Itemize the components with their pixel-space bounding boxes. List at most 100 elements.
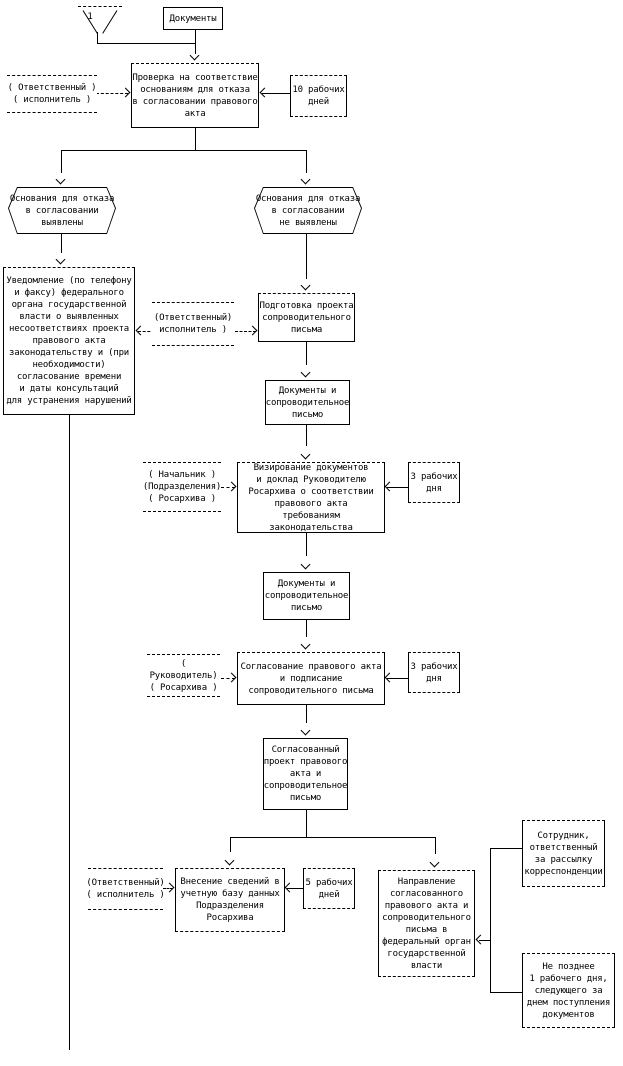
node-letter-preparation-text: Подготовка проекта сопроводительного пис… [259,300,354,335]
node-docs-and-letter-1-text: Документы и сопроводительное письмо [265,385,350,420]
arrow-left-icon [259,87,270,98]
flow-line [306,234,307,279]
label-deadline-note: Не позднее 1 рабочего дня, следующего за… [522,953,615,1028]
offpage-connector-label: 1 [87,12,93,22]
flow-line [306,533,307,556]
label-head-department: ( Начальник ) (Подразделения) ( Росархив… [143,462,221,512]
flow-line [435,837,436,854]
node-check-compliance: Проверка на соответствие основаниям для … [131,63,259,128]
dashed-flow-line [138,331,155,332]
arrow-down-icon [55,174,66,185]
arrow-down-icon [300,559,311,570]
flow-line [61,150,307,151]
label-days-3a: 3 рабочих дня [408,462,460,503]
arrow-down-icon [189,50,200,61]
label-executor-bottom-text: (Ответственный) ( исполнитель ) [86,878,165,900]
node-approval-text: Согласование правового акта и подписание… [240,661,382,696]
label-mail-clerk: Сотрудник, ответственный за рассылку кор… [522,820,605,887]
flow-line [306,810,307,837]
label-head-department-text: ( Начальник ) (Подразделения) ( Росархив… [142,470,222,504]
label-executor-mid-text: (Ответственный) исполнитель ) [153,313,233,335]
node-sending: Направление согласованного правового акт… [378,870,475,977]
label-head-rosarchive: ( Руководитель) ( Росархива ) [147,654,220,697]
flow-line [387,678,408,679]
label-days-3a-text: 3 рабочих дня [410,471,458,494]
arrow-left-icon [384,672,395,683]
node-notification: Уведомление (по телефону и факсу) федера… [3,267,135,415]
arrow-down-icon [300,639,311,650]
flow-line [61,234,62,253]
flow-line [306,620,307,637]
decision-shape-fill [255,188,361,233]
flow-line [195,128,196,151]
decision-grounds-found: Основания для отказа в согласовании выяв… [8,187,116,234]
flow-line [97,43,196,44]
arrow-right-icon [120,87,131,98]
node-notification-text: Уведомление (по телефону и факсу) федера… [6,276,132,406]
label-deadline-note-text: Не позднее 1 рабочего дня, следующего за… [526,961,611,1020]
flow-line [490,848,522,849]
arrow-down-icon [224,855,235,866]
label-head-rosarchive-text: ( Руководитель) ( Росархива ) [149,658,218,693]
arrow-right-icon [164,882,175,893]
arrow-down-icon [300,725,311,736]
decision-grounds-not-found-text: Основания для отказа в согласовании не в… [255,193,361,228]
flow-line [306,705,307,723]
arrow-down-icon [300,280,311,291]
label-executor-top: ( Ответственный ) ( исполнитель ) [7,75,97,113]
node-docs-and-letter-2-text: Документы и сопроводительное письмо [264,579,349,613]
flow-line [306,342,307,365]
arrow-left-icon [384,481,395,492]
flow-line [387,487,408,488]
node-approved-draft-text: Согласованный проект правового акта и со… [263,745,348,803]
label-executor-mid: (Ответственный) исполнитель ) [152,302,234,346]
flow-line [61,150,62,173]
dashed-flow-line [96,93,128,94]
flow-line-to-next-page [69,415,70,1050]
flow-line [490,848,491,992]
label-days-5-text: 5 рабочих дней [305,877,353,900]
label-days-3b: 3 рабочих дня [408,652,460,693]
flow-line [306,425,307,446]
node-db-entry-text: Внесение сведений в учетную базу данных … [180,877,280,923]
node-documents: Документы [163,7,223,30]
arrow-right-icon [226,481,237,492]
node-approved-draft: Согласованный проект правового акта и со… [263,738,348,810]
dashed-flow-line [235,331,256,332]
label-mail-clerk-text: Сотрудник, ответственный за рассылку кор… [524,830,603,877]
flow-line [490,992,522,993]
arrow-down-icon [300,174,311,185]
label-days-10: 10 рабочих дней [290,75,347,117]
arrow-down-icon [55,254,66,265]
node-letter-preparation: Подготовка проекта сопроводительного пис… [258,293,355,342]
dashed-flow-line [163,888,173,889]
dashed-flow-line [221,487,235,488]
flow-line [262,93,290,94]
flow-line [479,940,490,941]
offpage-connector-right-edge [102,10,118,34]
arrow-down-icon [300,449,311,460]
flow-line [97,32,98,44]
decision-grounds-found-text: Основания для отказа в согласовании выяв… [9,193,115,228]
arrow-left-icon [475,934,486,945]
arrow-down-icon [300,367,311,378]
label-executor-bottom: (Ответственный) ( исполнитель ) [86,868,165,910]
node-db-entry: Внесение сведений в учетную базу данных … [175,868,285,932]
arrow-left-icon [284,882,295,893]
flow-line [230,837,435,838]
dashed-flow-line [221,678,235,679]
node-check-compliance-text: Проверка на соответствие основаниям для … [132,72,258,119]
decision-shape-fill [9,188,115,233]
node-visa: Визирование документов и доклад Руководи… [237,462,385,533]
arrow-right-icon [226,672,237,683]
arrow-down-icon [429,857,440,868]
flow-line [195,30,196,44]
offpage-connector-top-edge [78,6,122,7]
node-sending-text: Направление согласованного правового акт… [382,876,471,971]
flow-line [230,837,231,852]
label-days-5: 5 рабочих дней [303,868,355,909]
label-executor-top-text: ( Ответственный ) ( исполнитель ) [7,83,97,105]
node-docs-and-letter-2: Документы и сопроводительное письмо [263,572,350,620]
flow-line [195,43,196,54]
